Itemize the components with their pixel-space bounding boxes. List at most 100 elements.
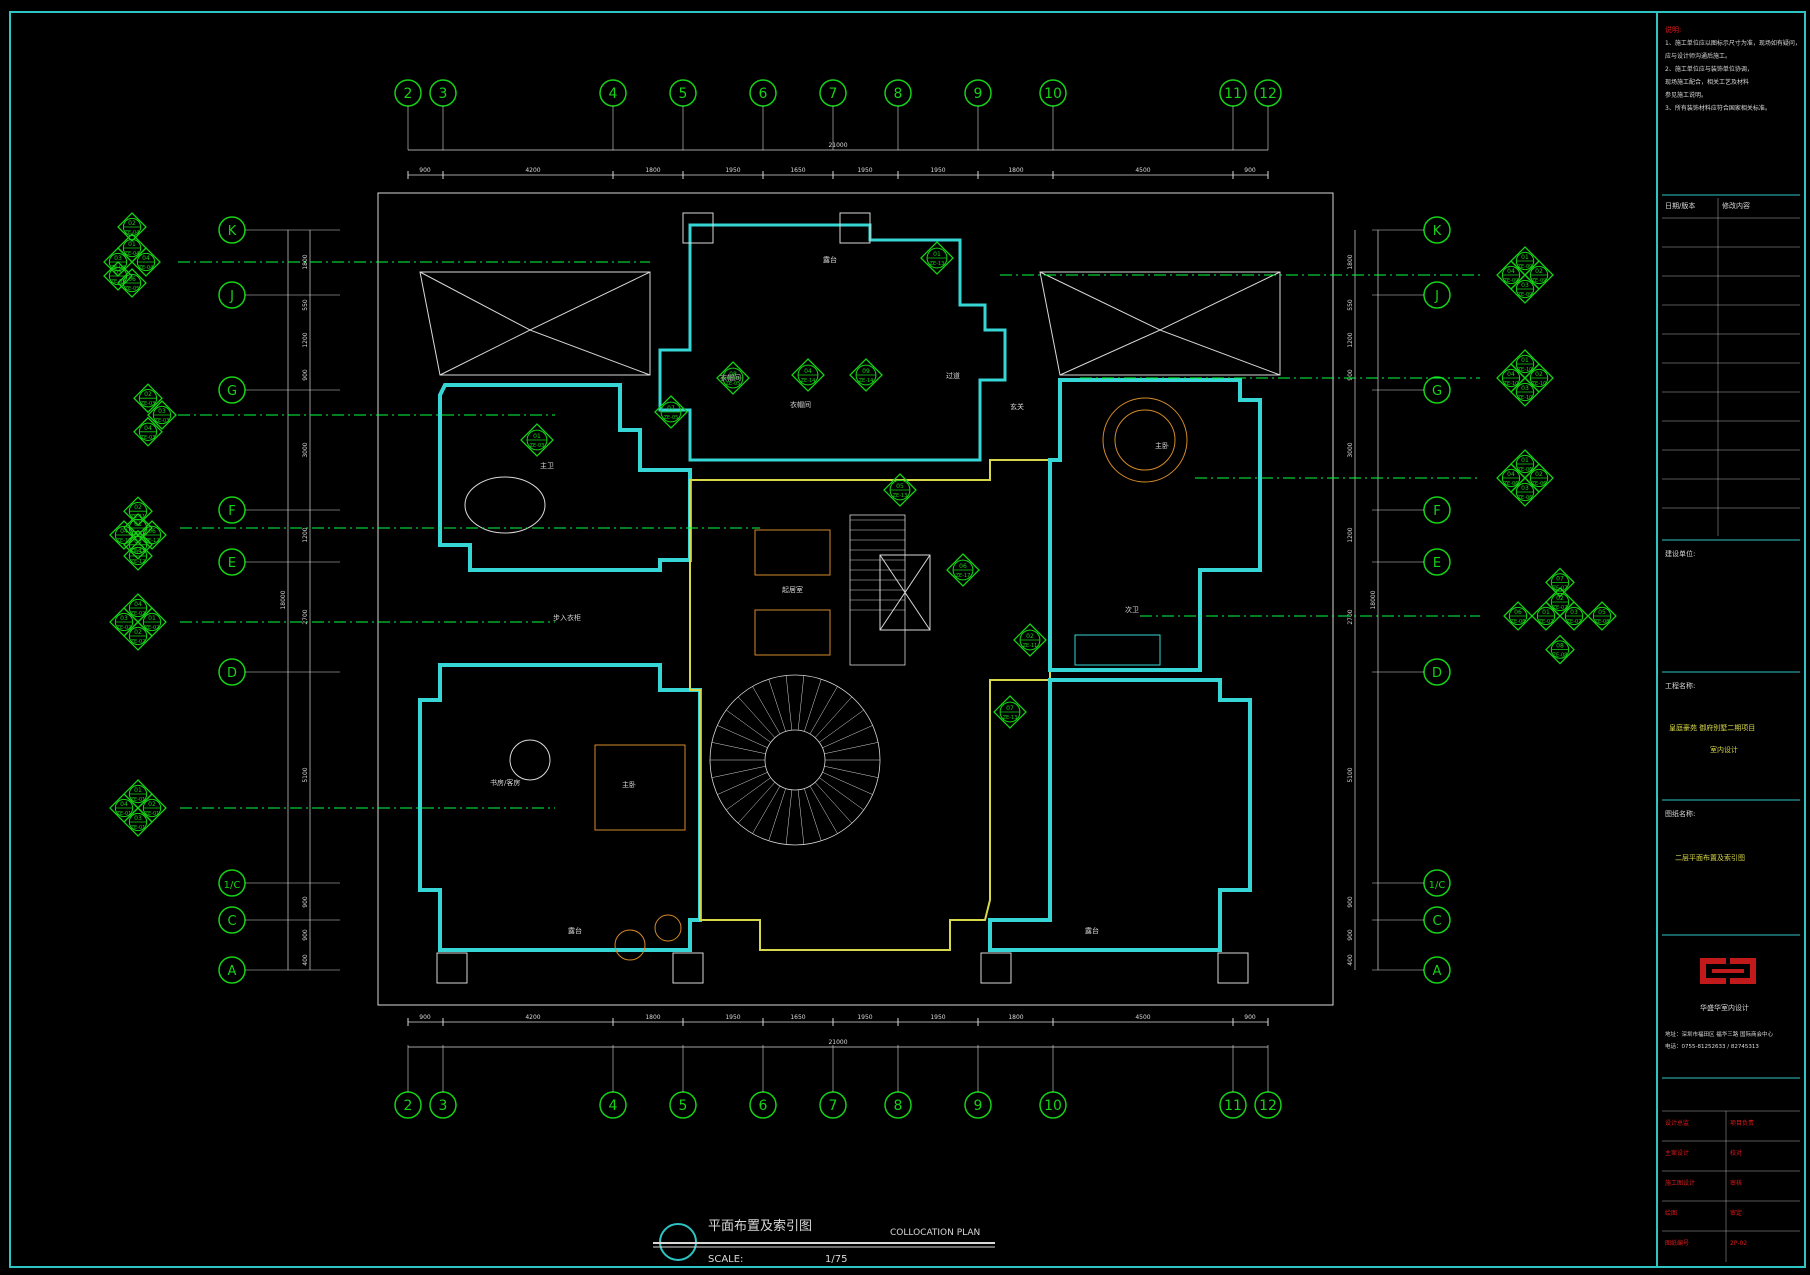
spiral-stair	[709, 674, 881, 846]
spiral-tread	[822, 725, 873, 749]
dim-value: 1950	[930, 1014, 945, 1021]
index-number: 01	[1521, 357, 1529, 364]
index-ref: ZE-01	[131, 797, 146, 803]
index-ref: ZE-08	[1511, 619, 1526, 625]
dim-value: 1200	[1347, 332, 1354, 347]
index-number: 01	[1542, 609, 1550, 616]
spiral-tread	[768, 788, 786, 841]
dim-value: 4500	[1135, 1014, 1150, 1021]
grid-row-label: C	[227, 914, 236, 929]
logo-left	[1700, 958, 1726, 984]
company-name: 华盛华室内设计	[1700, 1003, 1749, 1012]
grid-row-label: G	[1432, 384, 1442, 399]
grid-row-label: A	[1433, 964, 1442, 979]
index-ref: ZE-02	[145, 625, 160, 631]
room-label: 露台	[568, 926, 582, 935]
grid-col-label: 12	[1259, 86, 1277, 102]
room-label: 主卫	[540, 461, 554, 470]
index-number: 04	[1507, 471, 1515, 478]
index-diamond	[1013, 623, 1047, 657]
grid-row-label: E	[228, 556, 236, 571]
dim-value: 1950	[857, 167, 872, 174]
spiral-tread	[717, 771, 768, 795]
grid-row-label: D	[1432, 666, 1442, 681]
index-ref: ZE-06	[1504, 481, 1519, 487]
index-number: 02	[1026, 633, 1034, 640]
index-diamond	[1510, 477, 1540, 507]
dim-value: 4500	[1135, 167, 1150, 174]
grid-row-label: F	[228, 504, 235, 519]
index-number: 03	[1521, 282, 1529, 289]
index-ref: ZE-05	[111, 279, 126, 285]
spiral-tread	[824, 765, 879, 778]
dim-value: 1950	[725, 1014, 740, 1021]
note-line: 3、所有装饰材料应符合国家相关标准。	[1665, 104, 1771, 112]
index-number: 06	[148, 528, 156, 535]
index-ref: ZE-04	[111, 265, 126, 271]
index-diamond	[883, 473, 917, 507]
pillar-bottom-right-2	[1217, 952, 1249, 984]
grid-col-label: 4	[609, 86, 618, 102]
dim-total: 18000	[1370, 590, 1377, 609]
round-bed	[1102, 397, 1188, 483]
dim-value: 900	[419, 1014, 431, 1021]
index-ref: ZE-05	[125, 286, 140, 292]
note-line: 现场施工配合，相关工艺及材料	[1665, 78, 1749, 86]
dim-value: 900	[1244, 167, 1256, 174]
armchair-2	[654, 914, 682, 942]
grid-col-label: 2	[404, 86, 413, 102]
index-number: 03	[158, 408, 166, 415]
dim-value: 900	[1347, 369, 1354, 381]
index-ref: ZE-12	[145, 538, 160, 544]
dim-value: 900	[1244, 1014, 1256, 1021]
index-number: 03	[114, 255, 122, 262]
grid-col-label: 9	[974, 86, 983, 102]
grid-col-label: 8	[894, 86, 903, 102]
sign-label-b: 项目负责	[1730, 1119, 1754, 1127]
grid-col-label: 8	[894, 1098, 903, 1114]
spiral-tread	[797, 789, 805, 845]
index-number: 03	[1521, 485, 1529, 492]
index-diamond	[133, 383, 163, 414]
room-label: 露台	[823, 255, 837, 264]
grid-col-label: 5	[679, 86, 688, 102]
plan-title: 平面布置及索引图 COLLOCATION PLAN SCALE: 1/75	[653, 1219, 995, 1265]
spiral-tread	[711, 765, 766, 778]
dim-value: 2700	[1347, 609, 1354, 624]
grid-col-label: 3	[439, 86, 448, 102]
index-diamond	[109, 520, 139, 550]
grid-row-label: K	[1433, 224, 1442, 239]
index-diamond	[117, 268, 147, 298]
index-number: 01	[1521, 457, 1529, 464]
index-number: 06	[1514, 609, 1522, 616]
index-number: 05	[896, 483, 904, 490]
index-number: 04	[1507, 268, 1515, 275]
note-line: 2、施工单位应与装饰单位协调，	[1665, 65, 1753, 73]
spiral-tread	[752, 785, 781, 834]
index-ref: ZE-03	[141, 401, 156, 407]
index-diamond	[133, 416, 163, 447]
index-ref: ZE-09	[1504, 278, 1519, 284]
grid-row-label: 1/C	[1429, 880, 1446, 891]
index-ref: ZE-11	[131, 531, 146, 537]
index-ref: ZE-01	[117, 811, 132, 817]
dim-value: 3000	[1347, 442, 1354, 457]
index-number: 02	[1535, 471, 1543, 478]
spiral-tread	[824, 742, 879, 755]
spiral-inner	[764, 729, 826, 791]
index-diamond	[123, 807, 153, 837]
pillar-bottom-left-2	[672, 952, 704, 984]
sign-label-b: 审核	[1730, 1179, 1742, 1187]
